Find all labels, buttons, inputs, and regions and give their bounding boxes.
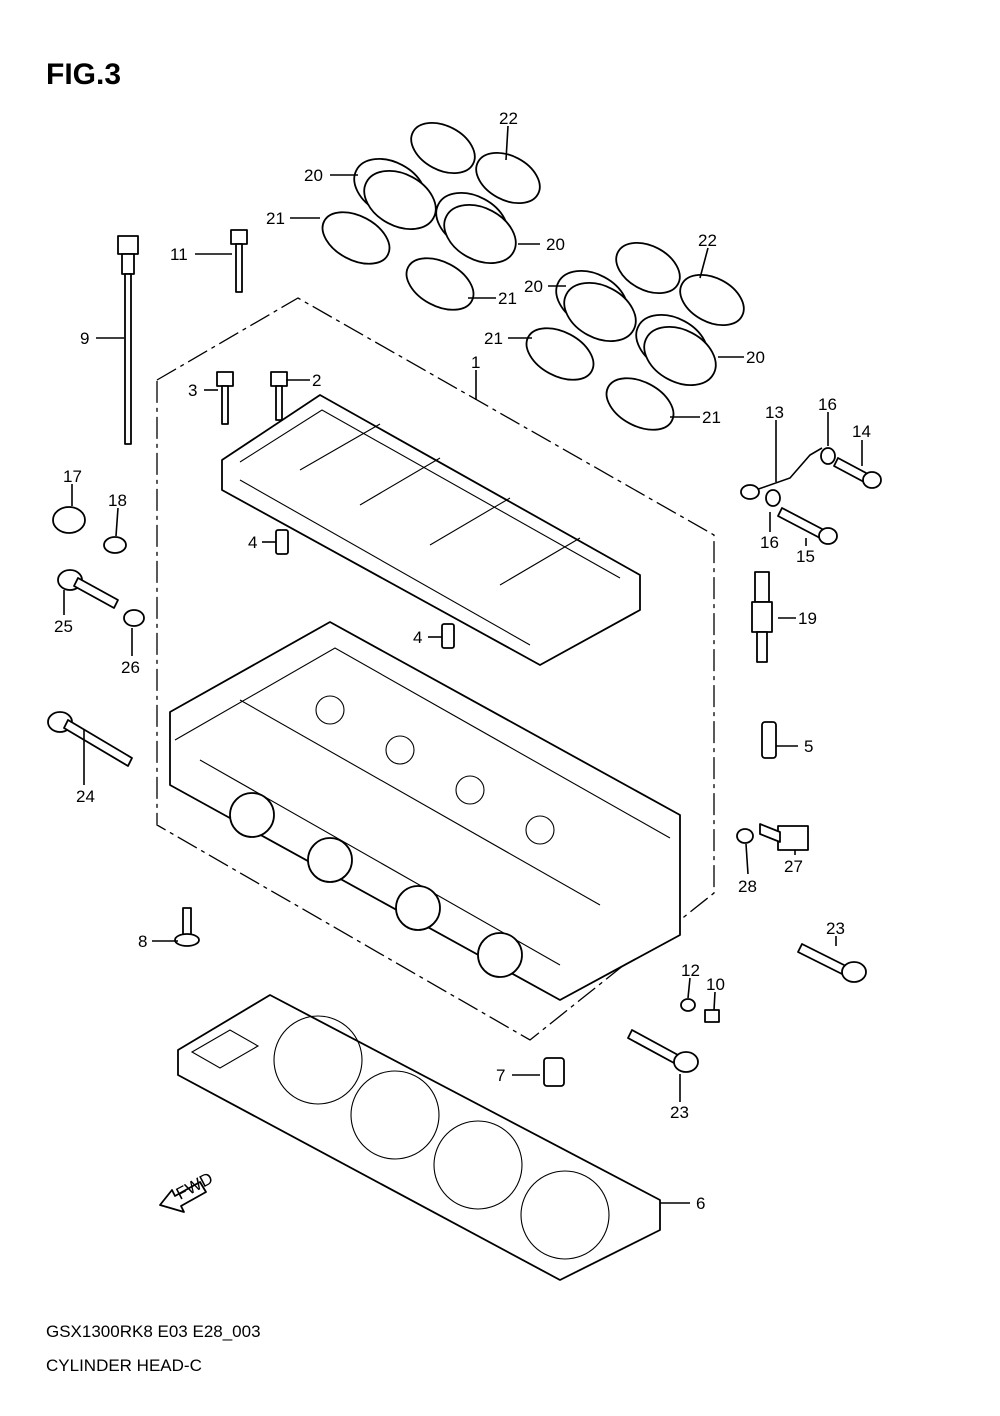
explosion-frame bbox=[156, 297, 715, 1041]
callout-10: 10 bbox=[706, 975, 725, 994]
bolt-25 bbox=[57, 569, 119, 609]
oil-pipe-13 bbox=[740, 447, 823, 500]
callout-7: 7 bbox=[496, 1066, 505, 1085]
washer-26 bbox=[123, 609, 145, 627]
callout-26: 26 bbox=[121, 658, 140, 677]
callout-16a: 16 bbox=[818, 395, 837, 414]
callout-22a: 22 bbox=[499, 109, 518, 128]
callout-19: 19 bbox=[798, 609, 817, 628]
callout-8: 8 bbox=[138, 932, 147, 951]
callout-22b: 22 bbox=[698, 231, 717, 250]
callout-11: 11 bbox=[170, 245, 188, 264]
bolt-24 bbox=[47, 711, 133, 767]
forward-arrow-icon: FWD bbox=[159, 1169, 216, 1213]
callout-labels: 9 11 3 2 4 4 1 20 21 22 20 21 20 21 22 2… bbox=[54, 109, 871, 1213]
callout-21c: 21 bbox=[484, 329, 503, 348]
callout-20d: 20 bbox=[746, 348, 765, 367]
washer-16b bbox=[765, 489, 781, 507]
diagram-code: GSX1300RK8 E03 E28_003 bbox=[46, 1322, 261, 1341]
callout-9: 9 bbox=[80, 329, 89, 348]
callout-20a: 20 bbox=[304, 166, 323, 185]
dowel-pin-7 bbox=[543, 1057, 565, 1087]
callout-23a: 23 bbox=[826, 919, 845, 938]
dowel-pin-4b bbox=[441, 623, 455, 649]
callout-21d: 21 bbox=[702, 408, 721, 427]
callout-25: 25 bbox=[54, 617, 73, 636]
bolt-2 bbox=[270, 371, 288, 421]
callout-4a: 4 bbox=[248, 533, 257, 552]
callout-20b: 20 bbox=[546, 235, 565, 254]
bolt-23a bbox=[797, 943, 867, 983]
bolt-8 bbox=[174, 907, 200, 947]
bolt-14 bbox=[833, 457, 882, 489]
bolt-3 bbox=[216, 371, 234, 425]
bolt-15 bbox=[777, 507, 838, 545]
intake-pipe-set-right bbox=[525, 241, 745, 431]
camshaft-holder bbox=[221, 394, 641, 666]
intake-pipe-set-left bbox=[321, 121, 541, 311]
callout-13: 13 bbox=[765, 403, 784, 422]
cylinder-head-gasket bbox=[177, 994, 661, 1281]
callout-23b: 23 bbox=[670, 1103, 689, 1122]
dowel-pin-4a bbox=[275, 529, 289, 555]
callout-15: 15 bbox=[796, 547, 815, 566]
washer-18 bbox=[103, 536, 127, 554]
washer-16a bbox=[820, 447, 836, 465]
callout-24: 24 bbox=[76, 787, 95, 806]
callout-5: 5 bbox=[804, 737, 813, 756]
callout-20c: 20 bbox=[524, 277, 543, 296]
callout-16b: 16 bbox=[760, 533, 779, 552]
callout-4b: 4 bbox=[413, 628, 422, 647]
leader-lines bbox=[63, 125, 863, 1204]
figure-title: FIG.3 bbox=[46, 58, 122, 91]
bolt-11 bbox=[230, 229, 248, 293]
bolt-9 bbox=[117, 235, 139, 445]
cylinder-head bbox=[169, 621, 681, 1001]
plug-17 bbox=[52, 506, 86, 534]
callout-6: 6 bbox=[696, 1194, 705, 1213]
washer-28 bbox=[736, 828, 754, 844]
callout-1: 1 bbox=[471, 353, 480, 372]
spark-plug-19 bbox=[751, 571, 773, 663]
callout-27: 27 bbox=[784, 857, 803, 876]
callout-21a: 21 bbox=[266, 209, 285, 228]
callout-14: 14 bbox=[852, 422, 871, 441]
tappet-5 bbox=[761, 721, 777, 759]
callout-17: 17 bbox=[63, 467, 82, 486]
callout-21b: 21 bbox=[498, 289, 517, 308]
bolt-23b bbox=[627, 1029, 699, 1073]
diagram-name: CYLINDER HEAD-C bbox=[46, 1356, 202, 1375]
callout-12: 12 bbox=[681, 961, 700, 980]
bolt-10 bbox=[704, 1009, 720, 1023]
callout-28: 28 bbox=[738, 877, 757, 896]
callout-3: 3 bbox=[188, 381, 197, 400]
sensor-27 bbox=[759, 823, 809, 851]
callout-18: 18 bbox=[108, 491, 127, 510]
washer-12 bbox=[680, 998, 696, 1012]
callout-2: 2 bbox=[312, 371, 321, 390]
